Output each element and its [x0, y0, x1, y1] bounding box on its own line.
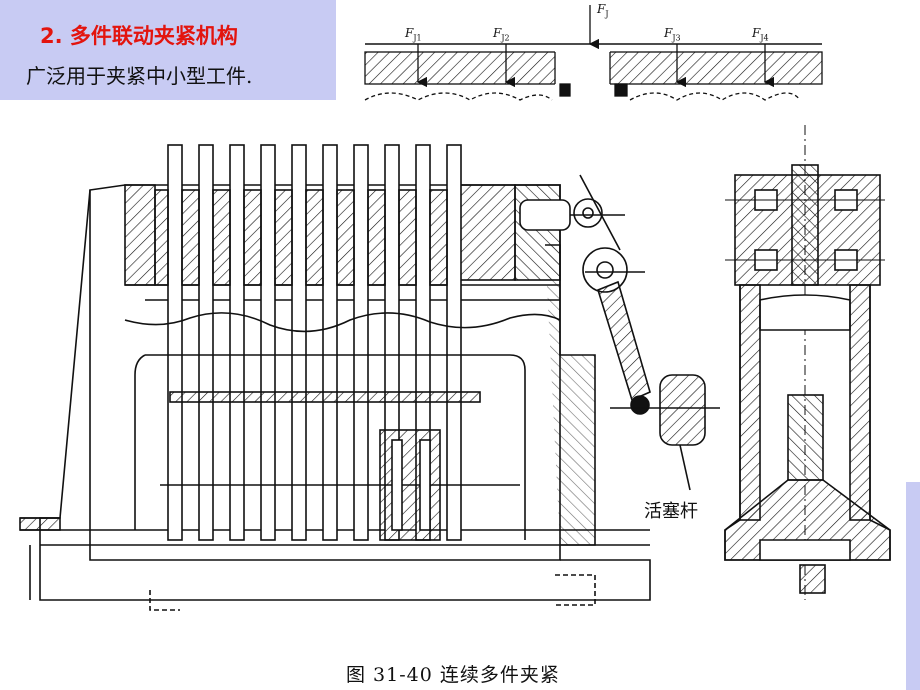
- top-schematic: [364, 5, 823, 101]
- force-label-j3: FJ3: [664, 26, 681, 43]
- slide-subtitle: 广泛用于夹紧中小型工件.: [26, 64, 253, 88]
- title-box: [0, 0, 336, 100]
- plunger-row: [154, 144, 462, 541]
- force-label-j1: FJ1: [405, 26, 422, 43]
- force-label-j4: FJ4: [752, 26, 769, 43]
- figure-caption: 图 31-40 连续多件夹紧: [346, 664, 560, 686]
- slide-title: 2. 多件联动夹紧机构: [40, 24, 238, 48]
- piston-rod-label: 活塞杆: [644, 501, 698, 522]
- main-assembly: [19, 144, 720, 611]
- force-label-main: FJ: [597, 2, 609, 19]
- force-label-j2: FJ2: [493, 26, 510, 43]
- side-section: [724, 125, 891, 600]
- slide-edge-strip: [906, 482, 920, 690]
